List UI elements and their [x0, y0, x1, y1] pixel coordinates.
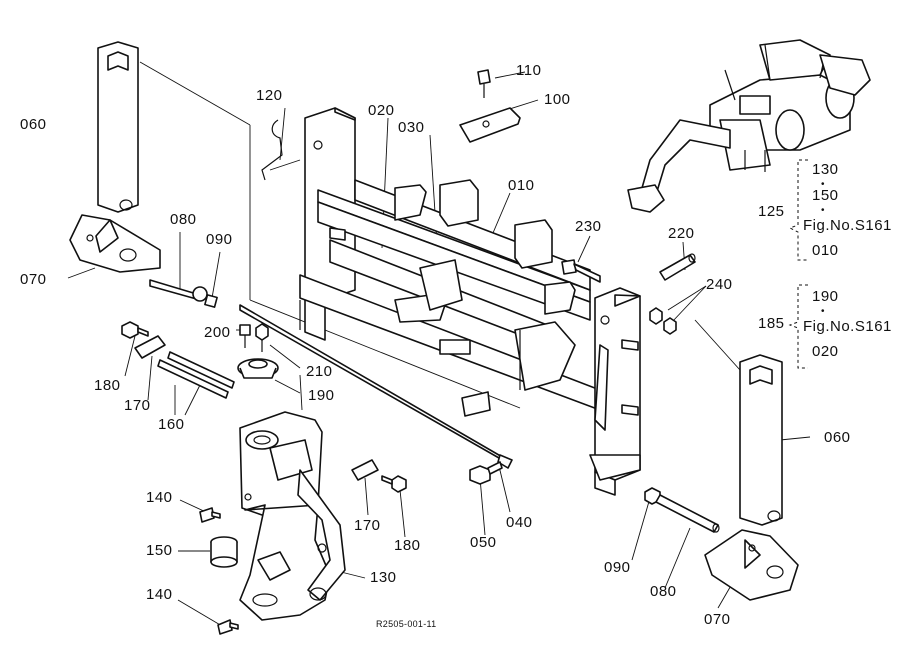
pin-080-right [655, 494, 720, 533]
callout-060-right: 060 [824, 429, 851, 446]
callout-160: 160 [158, 416, 185, 433]
callout-080-left: 080 [170, 211, 197, 228]
reference-185-fig-number: Fig.No.S161 [803, 318, 892, 335]
bracket-070-left [69, 214, 161, 273]
callout-170-right: 170 [354, 517, 381, 534]
callout-120: 120 [256, 87, 283, 104]
plate-170-left [134, 335, 166, 359]
post-060-right [739, 354, 783, 526]
rod-040 [239, 304, 513, 469]
callout-140-top: 140 [146, 489, 173, 506]
tractor-backhoe-illustration [627, 39, 871, 213]
callout-060-left: 060 [20, 116, 47, 133]
rods-160 [157, 351, 235, 399]
reference-brace-125 [788, 159, 808, 261]
reference-185-line-3: 020 [812, 343, 839, 360]
callout-090-right: 090 [604, 559, 631, 576]
callout-130: 130 [370, 569, 397, 586]
bushing-150 [210, 536, 238, 568]
plate-100 [459, 107, 521, 143]
callout-040: 040 [506, 514, 533, 531]
reference-number-125: 125 [758, 203, 785, 220]
callout-140-bottom: 140 [146, 586, 173, 603]
post-060-left [97, 41, 139, 213]
swing-bracket-130 [239, 411, 346, 621]
reference-125-fig-number: Fig.No.S161 [803, 217, 892, 234]
reference-125-line-2: 150 [812, 187, 839, 204]
bracket-070-right [704, 529, 799, 601]
main-frame-part [299, 107, 641, 496]
callout-010: 010 [508, 177, 535, 194]
bolt-200 [239, 324, 251, 348]
callout-050: 050 [470, 534, 497, 551]
reference-number-185: 185 [758, 315, 785, 332]
drawing-code: R2505-001-11 [376, 619, 437, 629]
callout-100: 100 [544, 91, 571, 108]
nuts-240 [649, 307, 677, 335]
callout-240: 240 [706, 276, 733, 293]
reference-125-dot-2: • [821, 205, 826, 216]
pin-220 [659, 253, 696, 281]
callout-230: 230 [575, 218, 602, 235]
callout-030: 030 [398, 119, 425, 136]
pin-080-left [149, 279, 218, 308]
reference-125-dot-1: • [821, 179, 826, 190]
reference-brace-185 [788, 284, 808, 369]
bolt-110 [477, 69, 491, 98]
reference-185-dot: • [821, 306, 826, 317]
grease-nipple-140-top [199, 507, 221, 523]
callout-080-right: 080 [650, 583, 677, 600]
reference-185-line-1: 190 [812, 288, 839, 305]
callout-190: 190 [308, 387, 335, 404]
grease-nipple-050 [469, 461, 503, 485]
callout-180-right: 180 [394, 537, 421, 554]
callout-180-left: 180 [94, 377, 121, 394]
callout-090-left: 090 [206, 231, 233, 248]
callout-200: 200 [204, 324, 231, 341]
callout-210: 210 [306, 363, 333, 380]
bolt-180-right [381, 475, 407, 493]
callout-020: 020 [368, 102, 395, 119]
bolt-230 [561, 259, 601, 283]
clip-120 [261, 119, 283, 181]
callout-070-left: 070 [20, 271, 47, 288]
callout-220: 220 [668, 225, 695, 242]
leader-lines [67, 61, 811, 627]
reference-125-line-1: 130 [812, 161, 839, 178]
grease-nipple-140-bottom [217, 619, 239, 635]
callout-070-right: 070 [704, 611, 731, 628]
cap-190 [237, 358, 279, 379]
fitting-210 [255, 323, 269, 352]
callout-170-left: 170 [124, 397, 151, 414]
reference-125-line-4: 010 [812, 242, 839, 259]
callout-110: 110 [516, 62, 542, 79]
callout-150: 150 [146, 542, 173, 559]
bolt-180-left [121, 321, 149, 339]
plate-170-right [351, 459, 379, 481]
